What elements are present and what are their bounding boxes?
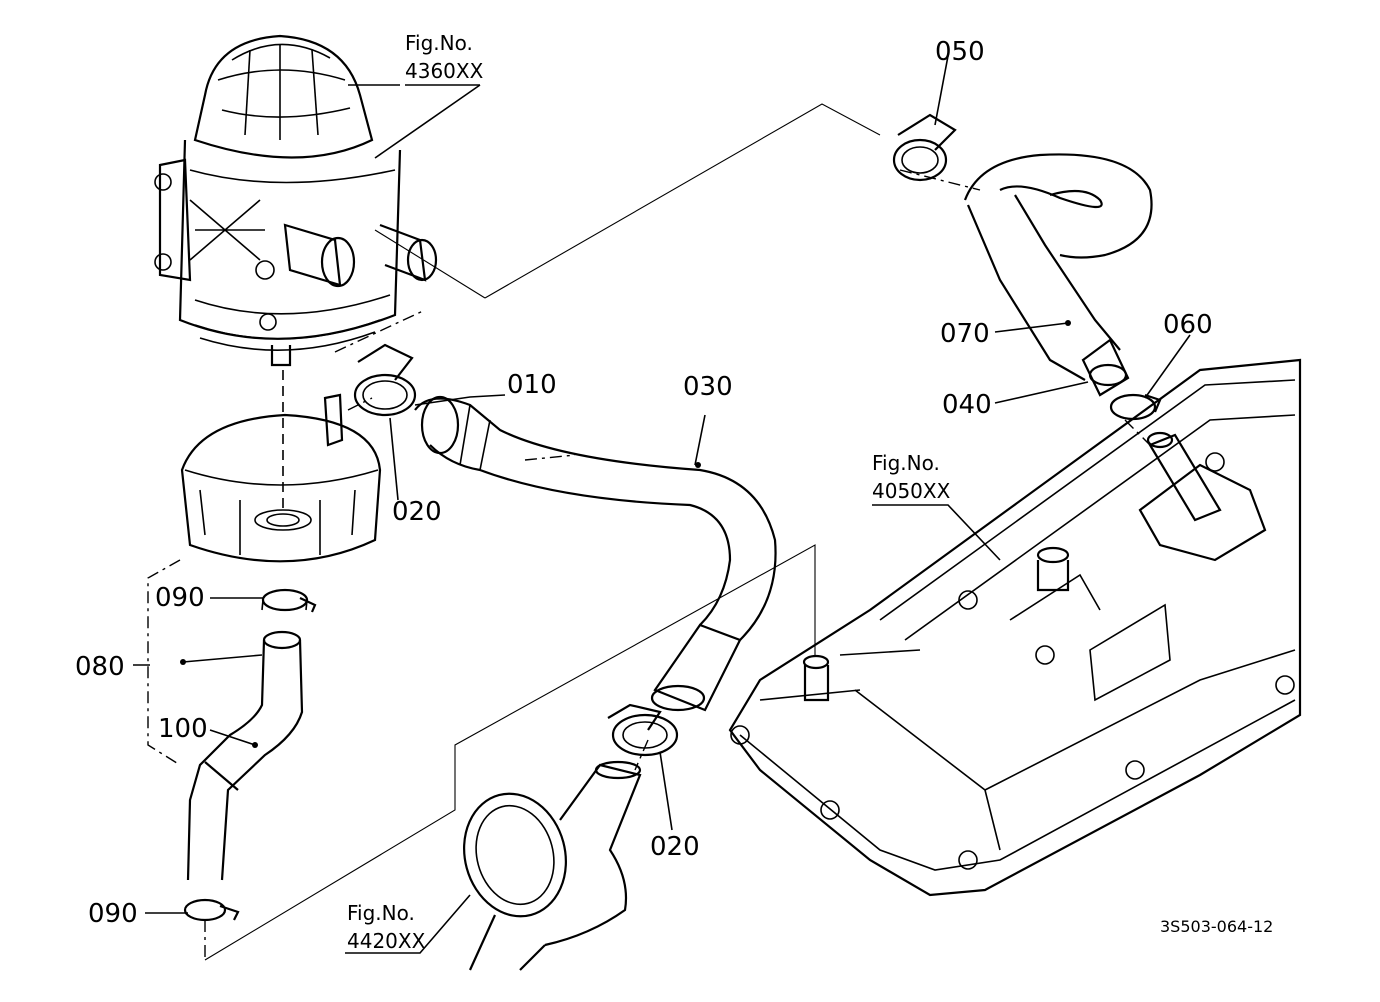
leader-lines [133, 55, 1191, 954]
part-label-080: 080 [75, 652, 125, 682]
part-label-100: 100 [158, 714, 208, 744]
clamp-060 [1109, 393, 1162, 421]
part-label-020-upper: 020 [392, 497, 442, 527]
figref-caption-1: Fig.No. [405, 31, 473, 55]
part-label-070: 070 [940, 319, 990, 349]
part-label-090-lower: 090 [88, 899, 138, 929]
head-cover [728, 358, 1302, 897]
part-label-020-lower: 020 [650, 832, 700, 862]
figref-number-3: 4420XX [347, 929, 426, 953]
clamp-020-lower [607, 703, 679, 757]
separator-unit [154, 34, 438, 367]
figref-caption-3: Fig.No. [347, 901, 415, 925]
figref-caption-2: Fig.No. [872, 451, 940, 475]
part-label-040: 040 [942, 390, 992, 420]
part-label-010: 010 [507, 370, 557, 400]
cover-cup [180, 393, 382, 563]
intake-pipe [463, 760, 642, 971]
part-label-030: 030 [683, 372, 733, 402]
figref-number-2: 4050XX [872, 479, 951, 503]
hose-030 [414, 395, 777, 712]
breather-pipe [183, 588, 317, 922]
part-label-060: 060 [1163, 310, 1213, 340]
part-label-090-upper: 090 [155, 583, 205, 613]
clamp-020-upper [353, 343, 417, 417]
hose-070 [963, 153, 1153, 397]
part-label-050: 050 [935, 37, 985, 67]
clamp-050 [892, 113, 957, 182]
drawing-code: 3S503-064-12 [1160, 917, 1273, 936]
figref-number-1: 4360XX [405, 59, 484, 83]
